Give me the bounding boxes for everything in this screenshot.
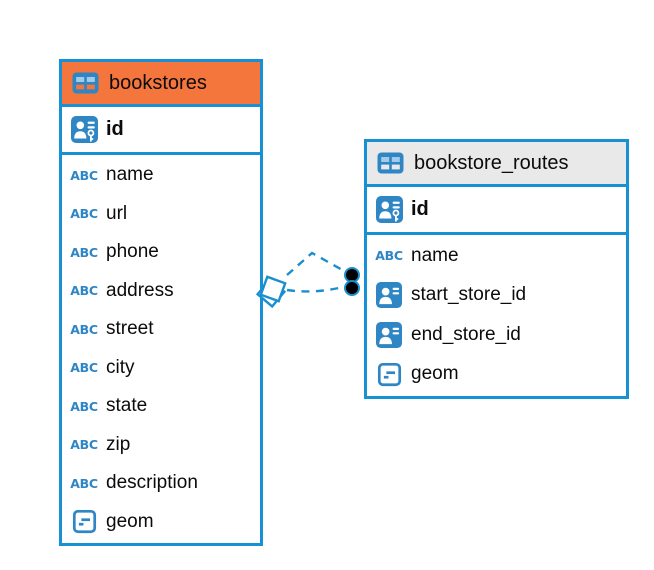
table-title: bookstores xyxy=(109,71,207,94)
text-type-icon: ABC xyxy=(70,283,98,299)
column-name: id xyxy=(106,118,124,140)
column-row[interactable]: ABC city xyxy=(62,349,260,388)
column-row[interactable]: ABC phone xyxy=(62,233,260,272)
column-row[interactable]: start_store_id xyxy=(367,276,626,316)
column-name: id xyxy=(411,198,429,220)
column-row[interactable]: ABC zip xyxy=(62,426,260,465)
column-row[interactable]: end_store_id xyxy=(367,315,626,355)
table-title: bookstore_routes xyxy=(414,151,569,174)
column-name: url xyxy=(106,202,128,224)
geometry-type-icon xyxy=(69,509,99,534)
column-name: start_store_id xyxy=(411,284,527,306)
column-row[interactable]: geom xyxy=(62,503,260,542)
column-row[interactable]: geom xyxy=(367,355,626,395)
column-name: phone xyxy=(106,241,159,263)
column-row[interactable]: ABC url xyxy=(62,195,260,234)
column-row[interactable]: ABC name xyxy=(367,236,626,276)
column-row[interactable]: ABC address xyxy=(62,272,260,311)
table-header-bookstores[interactable]: bookstores xyxy=(62,62,260,107)
column-name: name xyxy=(411,244,459,266)
column-name: address xyxy=(106,279,174,301)
text-type-icon: ABC xyxy=(70,475,98,491)
table-icon xyxy=(70,72,100,94)
column-name: geom xyxy=(411,363,459,385)
relationship-start-store-id[interactable] xyxy=(286,251,347,276)
column-name: street xyxy=(106,318,154,340)
column-name: name xyxy=(106,164,154,186)
column-row[interactable]: ABC street xyxy=(62,310,260,349)
column-list: ABC name ABC url ABC phone ABC address A… xyxy=(62,155,260,543)
primary-key-icon xyxy=(374,196,404,223)
column-row-pk[interactable]: id xyxy=(62,107,260,155)
column-name: end_store_id xyxy=(411,323,521,345)
text-type-icon: ABC xyxy=(70,360,98,376)
table-bookstores[interactable]: bookstores id ABC name ABC url xyxy=(59,59,263,546)
text-type-icon: ABC xyxy=(375,248,403,264)
column-row[interactable]: ABC description xyxy=(62,464,260,503)
foreign-key-icon xyxy=(374,282,404,309)
column-name: city xyxy=(106,356,135,378)
one-end-dot-marker[interactable] xyxy=(344,267,360,296)
column-row[interactable]: ABC name xyxy=(62,156,260,195)
table-bookstore-routes[interactable]: bookstore_routes id ABC name xyxy=(364,139,629,399)
text-type-icon: ABC xyxy=(70,398,98,414)
column-row-pk[interactable]: id xyxy=(367,187,626,235)
relationship-end-store-id[interactable] xyxy=(286,285,344,293)
column-name: description xyxy=(106,472,198,494)
primary-key-icon xyxy=(69,116,99,143)
text-type-icon: ABC xyxy=(70,244,98,260)
column-name: geom xyxy=(106,510,154,532)
table-header-bookstore-routes[interactable]: bookstore_routes xyxy=(367,142,626,187)
foreign-key-icon xyxy=(374,321,404,348)
column-name: zip xyxy=(106,433,131,455)
text-type-icon: ABC xyxy=(70,437,98,453)
text-type-icon: ABC xyxy=(70,167,98,183)
geometry-type-icon xyxy=(374,362,404,387)
text-type-icon: ABC xyxy=(70,321,98,337)
column-row[interactable]: ABC state xyxy=(62,387,260,426)
text-type-icon: ABC xyxy=(70,206,98,222)
column-list: ABC name start_store_id xyxy=(367,235,626,396)
table-icon xyxy=(375,152,405,174)
column-name: state xyxy=(106,395,148,417)
